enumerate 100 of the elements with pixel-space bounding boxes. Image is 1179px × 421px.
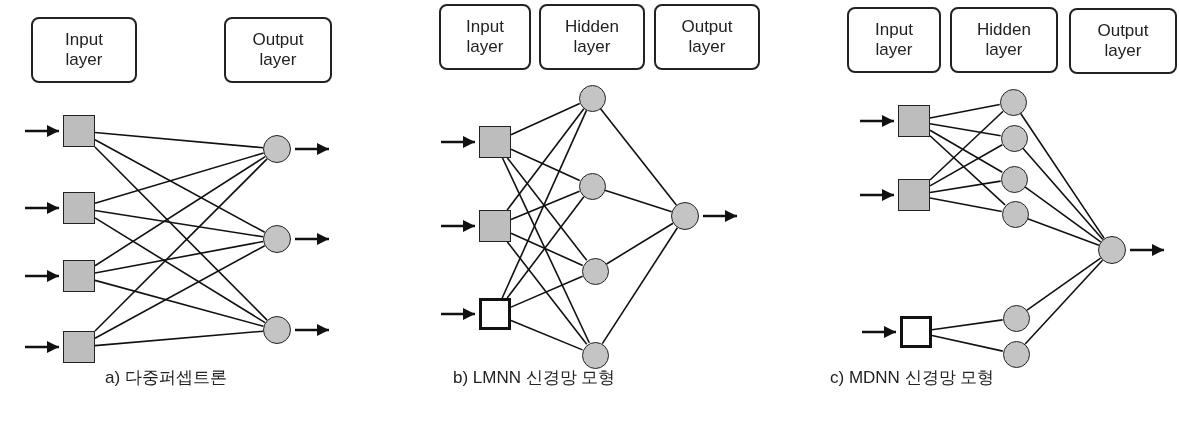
neuron-square <box>63 192 95 224</box>
connection-line <box>929 180 1002 194</box>
neuron-square <box>900 316 932 348</box>
connection-line <box>929 197 1003 213</box>
layer-label: Hidden layer <box>976 20 1032 60</box>
connection-line <box>931 334 1004 352</box>
layer-label-box <box>439 4 531 70</box>
neuron-circle <box>1000 124 1028 152</box>
panel-caption: b) LMNN 신경망 모형 <box>453 367 616 389</box>
layer-label-box <box>1069 8 1177 74</box>
neuron-circle <box>671 202 699 230</box>
neuron-square <box>479 210 511 242</box>
connection-line <box>605 222 674 265</box>
connection-line <box>929 103 1001 119</box>
arrow <box>862 326 896 338</box>
layer-label-box <box>950 7 1058 73</box>
connection-line <box>510 190 581 221</box>
arrow <box>25 125 59 137</box>
connection-line <box>506 157 588 262</box>
connection-line <box>506 195 585 299</box>
layer-label-box <box>224 17 332 83</box>
neuron-square <box>898 179 930 211</box>
neuron-circle <box>1098 236 1126 264</box>
neuron-square <box>63 331 95 363</box>
layer-label-box <box>847 7 941 73</box>
arrow <box>441 136 475 148</box>
connection-line <box>94 152 265 205</box>
neuron-square <box>63 260 95 292</box>
neuron-circle <box>263 316 291 344</box>
neuron-square <box>479 298 511 330</box>
connection-line <box>1026 257 1102 311</box>
connection-line <box>94 330 264 347</box>
connection-line <box>604 189 673 213</box>
panel-caption: a) 다중퍼셉트론 <box>105 367 227 389</box>
neuron-square <box>63 115 95 147</box>
connection-line <box>510 102 581 136</box>
layer-label: Input layer <box>465 17 505 57</box>
neuron-circle <box>1000 165 1028 193</box>
arrow <box>25 341 59 353</box>
connection-line <box>501 157 591 344</box>
neuron-circle <box>578 84 606 112</box>
connection-line <box>94 155 267 267</box>
connection-line <box>929 134 1006 206</box>
panel-caption: c) MDNN 신경망 모형 <box>830 367 995 389</box>
neuron-circle <box>263 135 291 163</box>
layer-label: Hidden layer <box>564 17 620 57</box>
arrow <box>25 270 59 282</box>
arrow <box>295 324 329 336</box>
connection-line <box>929 110 1004 181</box>
layer-label: Input layer <box>64 30 104 70</box>
layer-label-box <box>31 17 137 83</box>
arrow <box>441 220 475 232</box>
connection-line <box>94 240 265 274</box>
connection-line <box>94 244 266 340</box>
connection-line <box>599 107 678 206</box>
connection-line <box>506 241 588 346</box>
arrow <box>860 189 894 201</box>
connection-line <box>601 226 679 345</box>
connection-line <box>501 109 588 299</box>
connection-line <box>94 138 266 234</box>
connection-line <box>929 122 1002 137</box>
neuron-square <box>479 126 511 158</box>
neuron-circle <box>263 225 291 253</box>
connection-line <box>1024 186 1102 243</box>
connection-line <box>510 148 581 182</box>
layer-label-box <box>539 4 645 70</box>
connection-line <box>929 143 1004 187</box>
neuron-square <box>898 105 930 137</box>
layer-label: Output layer <box>1096 21 1150 61</box>
neuron-circle <box>581 257 609 285</box>
connection-line <box>94 217 266 324</box>
connection-line <box>94 131 264 149</box>
arrow <box>1130 244 1164 256</box>
connection-line <box>1026 217 1100 246</box>
layer-label: Output layer <box>251 30 305 70</box>
connection-line <box>1019 112 1105 240</box>
connection-line <box>1022 147 1104 241</box>
arrow <box>703 210 737 222</box>
neuron-circle <box>578 172 606 200</box>
connection-line <box>506 107 585 211</box>
neuron-circle <box>999 88 1027 116</box>
connection-line <box>510 275 584 308</box>
arrow <box>295 143 329 155</box>
layer-label-box <box>654 4 760 70</box>
arrow <box>25 202 59 214</box>
connection-line <box>510 232 584 267</box>
layer-label: Output layer <box>680 17 734 57</box>
arrow <box>860 115 894 127</box>
arrow <box>295 233 329 245</box>
connection-line <box>929 129 1004 174</box>
neuron-circle <box>1002 340 1030 368</box>
connection-line <box>94 209 264 238</box>
arrow <box>441 308 475 320</box>
connection-line <box>510 319 584 351</box>
layer-label: Input layer <box>874 20 914 60</box>
neuron-circle <box>1001 200 1029 228</box>
neuron-circle <box>581 341 609 369</box>
connection-line <box>1024 259 1104 345</box>
connection-line <box>931 319 1004 331</box>
connection-line <box>94 279 265 328</box>
